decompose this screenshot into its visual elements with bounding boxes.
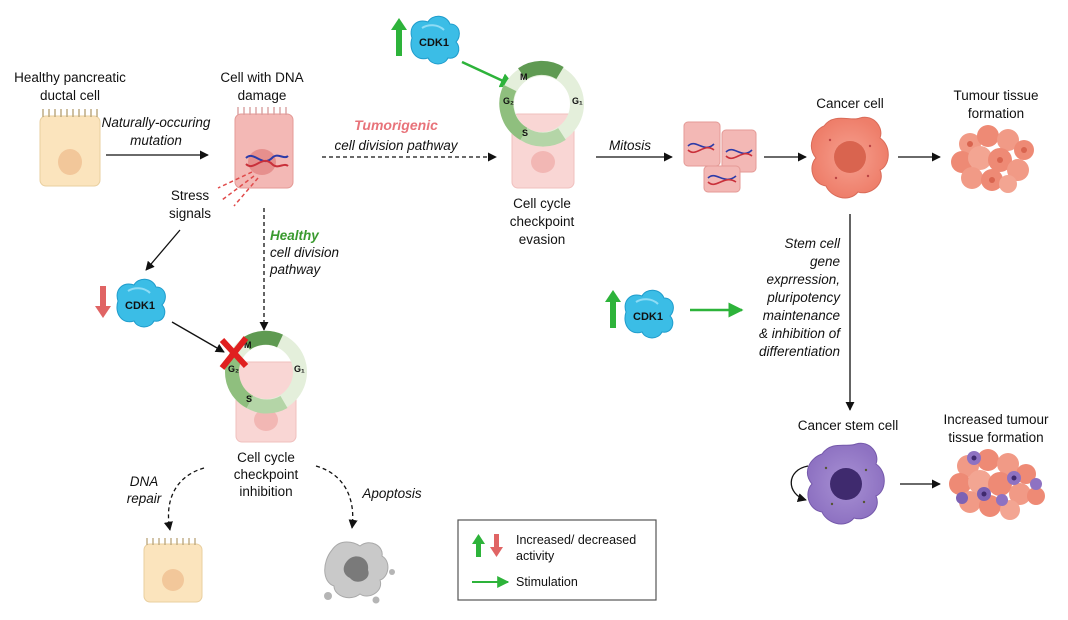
cdk1-to-checkpoint-arrow xyxy=(171,321,225,353)
legend: Increased/ decreased activity Stimulatio… xyxy=(457,519,657,601)
self-renewal-arrow xyxy=(790,465,809,502)
mutation-label-1: Naturally-occuring xyxy=(102,115,211,130)
cancer-cell-label: Cancer cell xyxy=(816,96,884,111)
apoptosis-label: Apoptosis xyxy=(361,486,422,501)
dna-damage-label-2: damage xyxy=(238,88,287,103)
phase-s-lower: S xyxy=(246,394,252,404)
cdk1-increased-mid: CDK1 xyxy=(623,289,675,339)
stress-to-cdk1-arrow xyxy=(145,229,181,271)
cancer-stem-label: Cancer stem cell xyxy=(798,418,899,433)
inc-tumour-label-2: tissue formation xyxy=(948,430,1043,445)
repaired-healthy-cell xyxy=(143,538,203,603)
dna-damage-label-1: Cell with DNA xyxy=(220,70,303,85)
stem-label-2: gene xyxy=(810,254,840,269)
phase-g2-upper: G₂ xyxy=(503,96,514,106)
apoptosis-arrow xyxy=(315,465,358,529)
healthy-path-label-2: cell division xyxy=(270,245,339,260)
cdk1-label-left: CDK1 xyxy=(125,300,155,312)
cdk1-decreased: CDK1 xyxy=(115,278,167,328)
phase-g2-lower: G₂ xyxy=(228,364,239,374)
stem-label-6: & inhibition of xyxy=(759,326,841,341)
decrease-arrow-icon xyxy=(95,286,111,318)
stress-label-1: Stress xyxy=(171,188,210,203)
legend-activity-label-1: Increased/ decreased xyxy=(516,533,636,547)
healthy-path-label-1: Healthy xyxy=(270,228,320,243)
inhibition-label-2: checkpoint xyxy=(234,467,299,482)
stem-label-5: maintenance xyxy=(763,308,840,323)
legend-decrease-icon xyxy=(490,534,503,557)
healthy-path-label-3: pathway xyxy=(269,262,322,277)
inhibition-label-3: inhibition xyxy=(239,484,292,499)
evasion-label-1: Cell cycle xyxy=(513,196,571,211)
stem-label-4: pluripotency xyxy=(766,290,841,305)
tumour-label-2: formation xyxy=(968,106,1024,121)
apoptotic-cell xyxy=(324,541,395,604)
increase-arrow-icon-mid xyxy=(605,290,621,328)
increased-tumour-tissue xyxy=(949,449,1045,520)
stem-label-3: exprression, xyxy=(766,272,840,287)
legend-activity-label-2: activity xyxy=(516,549,555,563)
phase-g1-lower: G₁ xyxy=(294,364,305,374)
stem-label-7: differentiation xyxy=(759,344,840,359)
tumorigenic-label-2: cell division pathway xyxy=(334,138,458,153)
healthy-pancreatic-cell xyxy=(39,108,101,187)
dna-repair-label-1: DNA xyxy=(130,474,159,489)
legend-stimulation-label: Stimulation xyxy=(516,575,578,589)
inc-tumour-label-1: Increased tumour xyxy=(943,412,1049,427)
evasion-label-3: evasion xyxy=(519,232,566,247)
cell-cycle-evasion: M G₂ G₁ S xyxy=(499,60,584,189)
inhibition-cross-icon xyxy=(219,336,249,370)
phase-s-upper: S xyxy=(522,128,528,138)
cancer-cell xyxy=(811,116,889,199)
dividing-damaged-cells xyxy=(683,121,757,193)
increase-arrow-icon-top xyxy=(391,18,407,56)
dna-damaged-cell xyxy=(217,107,294,207)
mitosis-label: Mitosis xyxy=(609,138,651,153)
dna-repair-label-2: repair xyxy=(127,491,162,506)
tumour-label-1: Tumour tissue xyxy=(953,88,1038,103)
healthy-cell-label-1: Healthy pancreatic xyxy=(14,70,126,85)
tumour-tissue xyxy=(951,125,1034,193)
phase-m-lower: M xyxy=(244,340,252,350)
stem-label-1: Stem cell xyxy=(784,236,841,251)
cdk1-label-top: CDK1 xyxy=(419,37,449,49)
legend-increase-icon xyxy=(472,534,485,557)
dna-repair-arrow xyxy=(163,467,205,531)
mutation-label-2: mutation xyxy=(130,133,182,148)
healthy-cell-label-2: ductal cell xyxy=(40,88,100,103)
phase-g1-upper: G₁ xyxy=(572,96,583,106)
inhibition-label-1: Cell cycle xyxy=(237,450,295,465)
cdk1-increased-top: CDK1 xyxy=(409,15,461,65)
cancer-stem-cell xyxy=(807,442,885,525)
cdk1-stimulation-arrow-top xyxy=(461,60,516,88)
cell-cycle-inhibited: M G₂ G₁ S xyxy=(225,330,307,443)
tumorigenic-label: Tumorigenic xyxy=(354,117,438,133)
cdk1-label-mid: CDK1 xyxy=(633,311,663,323)
stress-label-2: signals xyxy=(169,206,211,221)
evasion-label-2: checkpoint xyxy=(510,214,575,229)
phase-m-upper: M xyxy=(520,72,528,82)
